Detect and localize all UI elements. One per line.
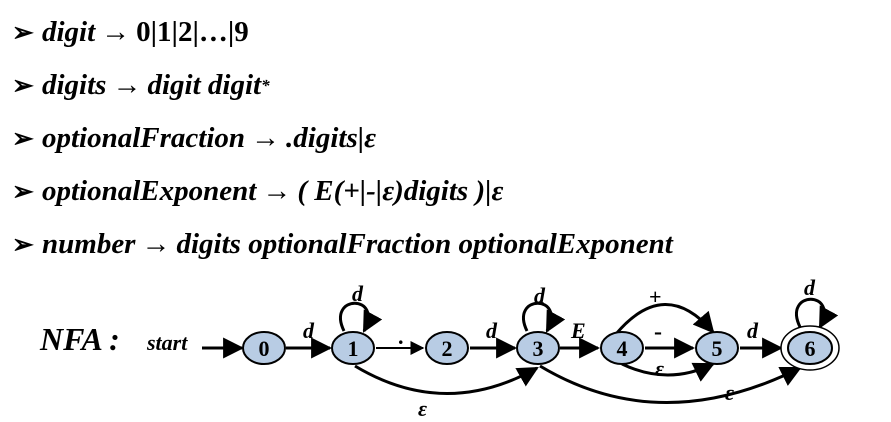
edge-label: ε [655, 356, 664, 381]
nfa-label: NFA : [39, 321, 120, 357]
edge-label: d [303, 318, 315, 343]
rule-optional-exponent: ➢ optionalExponent → ( E(+|-|ε)digits )|… [12, 165, 673, 218]
rule-rhs: 0|1|2|…|9 [136, 16, 249, 48]
production-arrow: → [251, 122, 281, 154]
edge-label: d [352, 281, 364, 306]
edge-label: ε [725, 380, 734, 405]
state-1: 1 [331, 331, 375, 365]
bullet-arrow-icon: ➢ [12, 229, 34, 259]
kleene-star: * [261, 75, 270, 95]
state-label: 3 [533, 336, 544, 361]
production-arrow: → [262, 175, 292, 207]
rule-lhs: number [42, 228, 136, 260]
edge-4-5-epsilon [621, 362, 715, 382]
nfa-diagram: NFA : start d . d E - d + ε d d d ε ε 0 … [39, 275, 840, 421]
rule-rhs: digits optionalFraction optionalExponent [176, 228, 673, 260]
edge-label: . [398, 324, 404, 349]
state-label: 5 [712, 336, 723, 361]
rule-rhs: digit digit [147, 69, 262, 101]
rule-digit: ➢ digit → 0|1|2|…|9 [12, 6, 673, 59]
rule-digits: ➢ digits → digit digit* [12, 59, 673, 112]
edge-label: d [486, 318, 498, 343]
state-3: 3 [516, 331, 560, 365]
rule-number: ➢ number → digits optionalFraction optio… [12, 218, 673, 271]
edge-label: d [534, 283, 546, 308]
state-6-accepting: 6 [780, 325, 840, 371]
production-arrow: → [101, 16, 131, 48]
rule-lhs: digits [42, 69, 107, 101]
edge-3-6-epsilon [539, 364, 802, 404]
start-label: start [146, 330, 188, 355]
edge-label: d [804, 275, 816, 300]
state-label: 0 [259, 336, 270, 361]
state-2: 2 [425, 331, 469, 365]
production-arrow: → [112, 69, 142, 101]
production-arrow: → [141, 228, 171, 260]
rule-rhs: ( E(+|-|ε)digits )|ε [297, 175, 504, 207]
bullet-arrow-icon: ➢ [12, 176, 34, 206]
loop-1 [339, 301, 383, 333]
edge-1-3-epsilon [354, 364, 539, 395]
bullet-arrow-icon: ➢ [12, 70, 34, 100]
state-label: 1 [348, 336, 359, 361]
grammar-rules: ➢ digit → 0|1|2|…|9 ➢ digits → digit dig… [12, 6, 673, 271]
state-0: 0 [242, 331, 286, 365]
edge-label: - [654, 319, 662, 345]
edge-4-5-plus [614, 303, 715, 335]
state-label: 2 [442, 336, 453, 361]
rule-lhs: optionalFraction [42, 122, 246, 154]
rule-optional-fraction: ➢ optionalFraction → .digits|ε [12, 112, 673, 165]
rule-rhs: .digits|ε [286, 122, 377, 154]
state-label: 6 [805, 336, 816, 361]
edge-label: + [649, 284, 662, 309]
rule-lhs: optionalExponent [42, 175, 257, 207]
bullet-arrow-icon: ➢ [12, 123, 34, 153]
state-label: 4 [617, 336, 628, 361]
state-4: 4 [600, 331, 644, 365]
rule-lhs: digit [42, 16, 96, 48]
loop-6 [795, 297, 839, 329]
edge-label: E [570, 318, 586, 343]
edge-label: d [747, 318, 759, 343]
loop-3 [522, 301, 566, 333]
state-5: 5 [695, 331, 739, 365]
bullet-arrow-icon: ➢ [12, 17, 34, 47]
edge-label: ε [418, 396, 427, 421]
